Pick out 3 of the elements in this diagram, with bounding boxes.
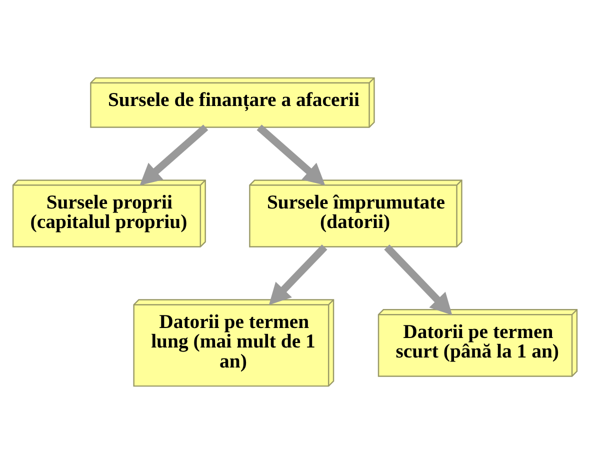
arrow	[268, 244, 328, 306]
arrow	[384, 244, 452, 316]
arrow	[256, 124, 326, 186]
